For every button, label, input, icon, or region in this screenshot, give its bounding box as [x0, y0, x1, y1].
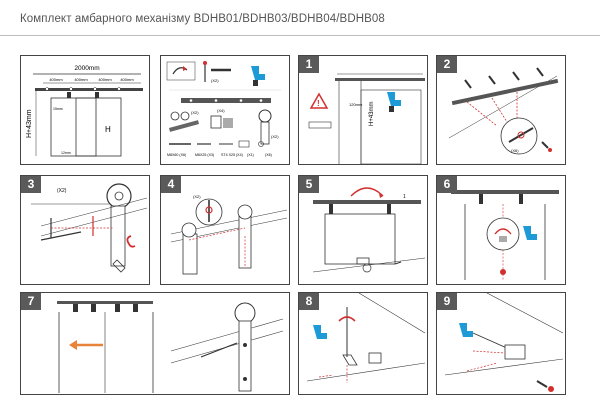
rail [313, 200, 421, 204]
height-label: H+43mm [26, 109, 33, 138]
svg-text:(X2): (X2) [191, 110, 199, 115]
warning-icon [309, 92, 329, 109]
svg-text:(X6): (X6) [511, 148, 519, 153]
step-4-panel: 4 (X2) [160, 175, 290, 285]
svg-text:400mm: 400mm [120, 77, 134, 82]
rotate-arrow [126, 235, 136, 248]
rail [451, 190, 559, 194]
step-9-badge: 9 [437, 293, 457, 310]
svg-text:ST4 X25 (X4): ST4 X25 (X4) [221, 153, 243, 157]
step-7-panel: 7 [20, 292, 290, 395]
slide-arrow [350, 187, 384, 197]
step-5-drawing: 1 [312, 187, 426, 273]
svg-text:400mm: 400mm [74, 77, 88, 82]
rail [451, 78, 559, 106]
door-outline [75, 97, 122, 157]
step-1-badge: 1 [299, 56, 319, 73]
roller [106, 183, 132, 209]
drill-icon [459, 323, 473, 337]
overall-width-label: 2000mm [74, 65, 99, 72]
drill-icon [523, 226, 537, 240]
step-9-panel: 9 [436, 292, 566, 395]
svg-text:(X2): (X2) [271, 134, 279, 139]
rail [35, 88, 143, 91]
step-8-badge: 8 [299, 293, 319, 310]
door-outline [360, 89, 422, 164]
svg-text:(X6): (X6) [265, 153, 272, 157]
step-1-drawing: 120mm H+43mm ! [308, 73, 425, 164]
page-title: Комплект амбарного механізму BDHB01/BDHB… [20, 13, 385, 25]
step-2-panel: 2 (X6) [436, 55, 566, 165]
step-4-badge: 4 [161, 176, 181, 193]
step-1-panel: 1 120mm H+43mm ! [298, 55, 428, 165]
svg-text:400mm: 400mm [98, 77, 112, 82]
overview-panel: 2000mm 400mm 400mm 400mm 400mm H H+43mm … [20, 55, 150, 165]
svg-text:M8X60 (X6): M8X60 (X6) [167, 153, 186, 157]
svg-text:(X2): (X2) [57, 188, 67, 194]
level-icon [308, 121, 332, 129]
overview-drawing: 2000mm 400mm 400mm 400mm 400mm H H+43mm … [26, 65, 143, 157]
step-2-badge: 2 [437, 56, 457, 73]
step-2-drawing: (X6) [448, 67, 559, 155]
rail-part [181, 98, 271, 103]
step-5-panel: 5 1 [298, 175, 428, 285]
svg-text:(X4): (X4) [217, 108, 225, 113]
stopper-part [170, 111, 180, 121]
svg-text:1: 1 [403, 194, 406, 200]
drill-icon [313, 325, 327, 339]
svg-text:400mm: 400mm [49, 77, 63, 82]
wrench-icon [112, 259, 126, 273]
rail [57, 301, 153, 304]
warning-mark: ! [317, 99, 320, 108]
floor-guide [504, 344, 526, 360]
svg-text:M6X25 (X3): M6X25 (X3) [195, 153, 214, 157]
bracket-part [210, 115, 222, 129]
wall-outline [50, 97, 97, 157]
rotate-arrow [338, 316, 356, 322]
svg-text:15mm: 15mm [53, 107, 63, 111]
drill-icon [251, 66, 265, 80]
detail-circle [486, 217, 520, 251]
screwdriver-handle [548, 386, 554, 392]
svg-text:12mm: 12mm [61, 151, 71, 155]
door-height-label: H [105, 125, 111, 134]
roller-part [258, 109, 272, 123]
svg-text:120mm: 120mm [349, 102, 363, 107]
hanger-strap [238, 320, 252, 392]
step-9-drawing [444, 293, 564, 392]
step-8-panel: 8 [298, 292, 428, 395]
step-6-badge: 6 [437, 176, 457, 193]
step-3-panel: 3 (X2) [20, 175, 150, 285]
roller [234, 302, 256, 324]
hanger-strap [110, 205, 126, 267]
door [324, 213, 396, 265]
step-4-drawing: (X2) [170, 194, 288, 275]
step-8-drawing [306, 293, 426, 383]
drill-icon [387, 92, 401, 106]
step-1-height: H+43mm [369, 101, 375, 126]
svg-text:(X2): (X2) [211, 78, 219, 83]
step-5-badge: 5 [299, 176, 319, 193]
step-7-badge: 7 [21, 293, 41, 310]
step-6-panel: 6 [436, 175, 566, 285]
step-3-badge: 3 [21, 176, 41, 193]
step-3-drawing: (X2) [31, 183, 148, 273]
svg-text:(X1): (X1) [247, 153, 254, 157]
page-header [0, 0, 600, 36]
svg-text:(X2): (X2) [193, 194, 201, 199]
step-6-drawing [451, 190, 559, 280]
parts-panel: (X2) (X2) (X4) (X2) M8X60 (X6) M6X25 (X3… [160, 55, 290, 165]
step-7-drawing [57, 301, 284, 393]
parts-drawing: (X2) (X2) (X4) (X2) M8X60 (X6) M6X25 (X3… [166, 61, 281, 157]
